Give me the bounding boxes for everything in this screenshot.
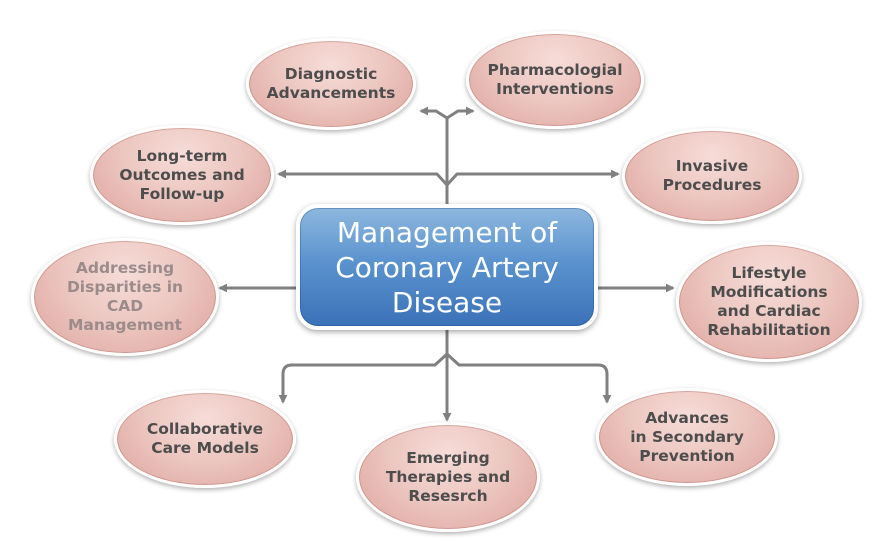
node-label: Pharmacologial Interventions bbox=[487, 61, 623, 98]
node-invasive-procedures: Invasive Procedures bbox=[622, 128, 802, 224]
node-emerging-therapies: Emerging Therapies and Resesrch bbox=[356, 422, 540, 532]
node-label: Addressing Disparities in CAD Management bbox=[66, 259, 184, 334]
node-label: Lifestyle Modifications and Cardiac Reha… bbox=[707, 264, 831, 339]
node-addressing-disparities: Addressing Disparities in CAD Management bbox=[31, 238, 219, 356]
node-pharmacological-interventions: Pharmacologial Interventions bbox=[466, 31, 644, 129]
arrow-to-collaborative bbox=[278, 352, 449, 404]
arrow-to-diagnostic bbox=[419, 106, 448, 120]
node-lifestyle-modifications: Lifestyle Modifications and Cardiac Reha… bbox=[676, 242, 862, 362]
node-label: Invasive Procedures bbox=[662, 157, 762, 194]
node-long-term-outcomes: Long-term Outcomes and Follow-up bbox=[90, 125, 274, 225]
node-label: Collaborative Care Models bbox=[146, 420, 264, 457]
node-label: Diagnostic Advancements bbox=[266, 65, 396, 102]
arrow-to-invasive bbox=[445, 169, 620, 187]
node-label: Advances in Secondary Prevention bbox=[630, 408, 744, 465]
node-collaborative-care-models: Collaborative Care Models bbox=[114, 390, 296, 488]
node-label: Emerging Therapies and Resesrch bbox=[385, 448, 511, 505]
arrow-to-long-term bbox=[277, 169, 449, 187]
node-secondary-prevention: Advances in Secondary Prevention bbox=[596, 388, 778, 486]
node-diagnostic-advancements: Diagnostic Advancements bbox=[246, 38, 416, 130]
central-topic-box: Management of Coronary Artery Disease bbox=[296, 204, 598, 330]
arrow-to-secondary bbox=[445, 352, 612, 404]
arrow-to-pharmacological bbox=[446, 106, 475, 120]
central-topic-title: Management of Coronary Artery Disease bbox=[335, 215, 559, 319]
node-label: Long-term Outcomes and Follow-up bbox=[119, 146, 245, 203]
